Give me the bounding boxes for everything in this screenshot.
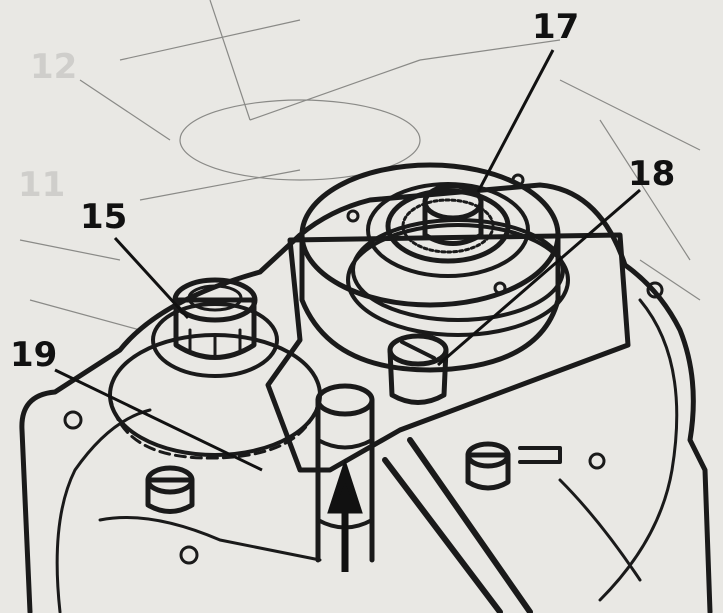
callout-17: 17 xyxy=(532,7,579,47)
bolt-18 xyxy=(387,333,449,405)
leader-line-19 xyxy=(54,368,263,472)
leader-line-17 xyxy=(476,49,555,193)
callout-18: 18 xyxy=(628,154,675,194)
direction-arrow xyxy=(327,458,363,572)
leader-line-18 xyxy=(437,188,641,367)
background-label-12: 12 xyxy=(30,47,77,87)
callout-15: 15 xyxy=(80,197,127,237)
gear-15 xyxy=(108,277,322,460)
background-label-11: 11 xyxy=(18,165,65,205)
gearbox-housing xyxy=(19,182,713,613)
leader-line-15 xyxy=(113,236,190,320)
clutch-assembly-17 xyxy=(299,162,570,373)
leader-lines xyxy=(54,49,641,472)
housing-bolts xyxy=(145,441,562,514)
callout-19: 19 xyxy=(10,335,57,375)
background-sketch xyxy=(19,0,701,331)
locking-tool xyxy=(265,232,631,613)
